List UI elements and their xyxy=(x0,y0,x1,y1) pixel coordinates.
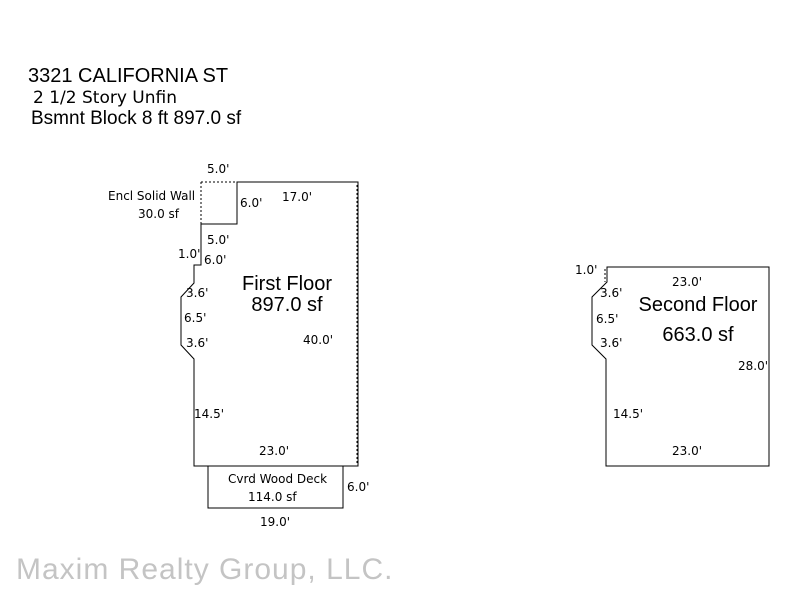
deck-outline xyxy=(207,465,344,509)
dim-left-step-h: 1.0' xyxy=(178,247,201,261)
sf-dim-left-step: 1.0' xyxy=(575,263,598,277)
enclosure-area: 30.0 sf xyxy=(138,207,180,221)
sf-dim-bay-mid: 6.5' xyxy=(596,312,619,326)
sf-dim-right: 28.0' xyxy=(738,359,769,373)
dim-left-step-v: 6.0' xyxy=(204,253,227,267)
dim-bay-lower: 3.6' xyxy=(186,336,209,350)
second-floor-area: 663.0 sf xyxy=(662,324,734,346)
sf-dim-bay-lower: 3.6' xyxy=(600,336,623,350)
dim-encl-bottom: 5.0' xyxy=(207,233,230,247)
property-address: 3321 CALIFORNIA ST xyxy=(28,65,229,87)
first-floor-area: 897.0 sf xyxy=(251,294,323,316)
deck-side-dim: 6.0' xyxy=(347,480,370,494)
dim-right: 40.0' xyxy=(303,333,334,347)
dim-left-lower: 14.5' xyxy=(194,407,225,421)
second-floor-name: Second Floor xyxy=(638,294,758,316)
dim-encl-side: 6.0' xyxy=(240,196,263,210)
basement-description: Bsmnt Block 8 ft 897.0 sf xyxy=(31,108,242,129)
dim-top-main: 17.0' xyxy=(282,190,313,204)
deck-name: Cvrd Wood Deck xyxy=(228,472,328,486)
dim-bottom: 23.0' xyxy=(259,444,290,458)
sf-dim-left-lower: 14.5' xyxy=(613,407,644,421)
sf-dim-top: 23.0' xyxy=(672,275,703,289)
dim-top-small: 5.0' xyxy=(207,162,230,176)
deck-bottom-dim: 19.0' xyxy=(260,515,291,529)
watermark-text: Maxim Realty Group, LLC. xyxy=(16,553,394,586)
sf-dim-bay-upper: 3.6' xyxy=(600,286,623,300)
first-floor-outline xyxy=(180,181,359,467)
dim-bay-mid: 6.5' xyxy=(184,311,207,325)
story-description: 2 1/2 Story Unfin xyxy=(33,88,177,108)
dim-bay-upper: 3.6' xyxy=(186,286,209,300)
first-floor-name: First Floor xyxy=(242,273,332,295)
sf-dim-bottom: 23.0' xyxy=(672,444,703,458)
deck-area: 114.0 sf xyxy=(248,490,297,504)
enclosure-outline xyxy=(200,181,237,224)
second-floor-outline xyxy=(591,266,770,467)
enclosure-name: Encl Solid Wall xyxy=(108,189,196,203)
